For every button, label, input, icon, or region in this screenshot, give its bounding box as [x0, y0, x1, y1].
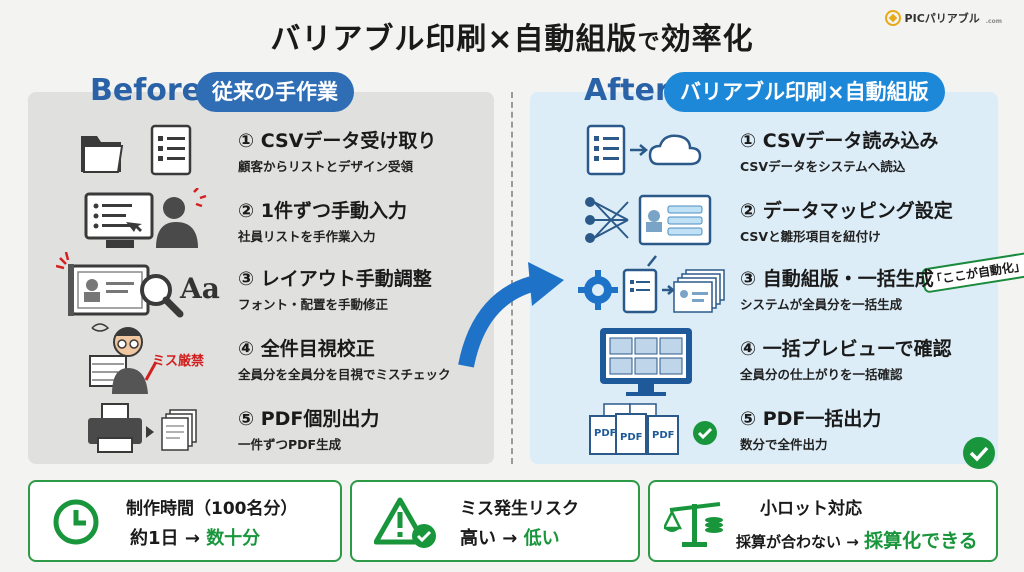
before-step-1: ① CSVデータ受け取り 顧客からリストとデザイン受領 — [238, 130, 436, 175]
layout-adjust-magnifier-icon — [56, 252, 184, 318]
check-circle-icon — [693, 421, 717, 445]
step-number: ⑤ — [238, 408, 255, 430]
page-title: バリアブル印刷×自動組版で効率化 — [0, 14, 1024, 58]
result-value: 採算が合わない → 採算化できる — [736, 526, 978, 553]
result-box-risk: ミス発生リスク 高い → 低い — [350, 480, 640, 562]
step-number: ① — [740, 130, 757, 152]
after-heading: After — [584, 73, 670, 108]
folder-document-icon — [81, 124, 192, 176]
csv-to-cloud-icon — [586, 124, 702, 176]
step-desc: 全員分を全員分を目視でミスチェック — [238, 367, 451, 382]
result-arrow: → — [184, 528, 200, 549]
step-desc: システムが全員分を一括生成 — [740, 297, 903, 312]
result-before: 高い — [460, 528, 496, 549]
transition-arrow-icon — [458, 262, 564, 368]
step-number: ① — [238, 130, 255, 152]
result-label: 制作時間（100名分） — [126, 499, 298, 519]
result-value: 約1日 → 数十分 — [130, 524, 260, 550]
step-title: 一括プレビューで確認 — [762, 338, 952, 360]
step-title: CSVデータ受け取り — [260, 130, 437, 152]
result-before: 採算が合わない — [736, 533, 842, 551]
after-step-3: ③ 自動組版・一括生成 システムが全員分を一括生成 — [740, 268, 934, 313]
check-circle-large-icon — [963, 437, 995, 469]
step-desc: 全員分の仕上がりを一括確認 — [740, 367, 903, 382]
panel-divider — [511, 92, 513, 464]
title-particle: で — [637, 30, 661, 55]
before-step-5: ⑤ PDF個別出力 一件ずつPDF生成 — [238, 408, 379, 453]
step-title: データマッピング設定 — [762, 200, 953, 222]
step-title: 1件ずつ手動入力 — [260, 200, 407, 222]
before-step-2: ② 1件ずつ手動入力 社員リストを手作業入力 — [238, 200, 407, 245]
step-number: ⑤ — [740, 408, 757, 430]
step-title: CSVデータ読み込み — [762, 130, 939, 152]
result-box-time: 制作時間（100名分） 約1日 → 数十分 — [28, 480, 342, 562]
mistake-warning-callout: ミス厳禁 — [152, 354, 205, 369]
proofreading-person-icon — [89, 323, 158, 394]
result-box-small-lot: 小ロット対応 採算が合わない → 採算化できる — [648, 480, 998, 562]
after-step-4: ④ 一括プレビューで確認 全員分の仕上がりを一括確認 — [740, 338, 952, 383]
pdf-stack-icon — [589, 403, 679, 455]
after-step-2: ② データマッピング設定 CSVと雛形項目を紐付け — [740, 200, 953, 245]
result-after: 数十分 — [206, 528, 261, 549]
pdf-label-2: PDF — [620, 432, 643, 443]
clock-icon — [53, 499, 99, 545]
title-main: バリアブル印刷×自動組版 — [270, 22, 638, 57]
data-mapping-icon — [585, 194, 712, 246]
step-title: 全件目視校正 — [260, 338, 375, 360]
step-title: PDF個別出力 — [260, 408, 380, 430]
pdf-label-1: PDF — [594, 428, 617, 439]
manual-input-person-icon — [84, 188, 207, 248]
logo-text: PICパリアブル — [904, 12, 980, 25]
pdf-label-3: PDF — [652, 430, 675, 441]
step-desc: CSVと雛形項目を紐付け — [740, 229, 881, 244]
before-step-3: ③ レイアウト手動調整 フォント・配置を手動修正 — [238, 268, 432, 313]
result-after: 採算化できる — [864, 530, 978, 552]
step-number: ④ — [238, 338, 255, 360]
step-number: ② — [238, 200, 255, 222]
result-before: 約1日 — [130, 528, 179, 549]
warning-check-icon — [374, 497, 436, 548]
auto-typesetting-icon — [578, 255, 725, 314]
after-step-5: ⑤ PDF一括出力 数分で全件出力 — [740, 408, 881, 453]
step-desc: 社員リストを手作業入力 — [238, 229, 376, 244]
result-arrow: → — [502, 528, 518, 549]
result-label: ミス発生リスク — [460, 499, 579, 519]
step-title: レイアウト手動調整 — [260, 268, 432, 290]
logo-mark-icon — [884, 10, 901, 26]
result-value: 高い → 低い — [460, 524, 560, 550]
title-end: 効率化 — [660, 22, 754, 57]
brand-logo: PICパリアブル .com — [884, 10, 1002, 26]
printer-output-icon — [88, 403, 197, 453]
result-after: 低い — [523, 528, 560, 549]
step-number: ③ — [740, 268, 757, 290]
step-number: ③ — [238, 268, 255, 290]
step-number: ④ — [740, 338, 757, 360]
step-desc: CSVデータをシステムへ読込 — [740, 159, 906, 174]
step-title: 自動組版・一括生成 — [762, 268, 934, 290]
before-step-4: ④ 全件目視校正 全員分を全員分を目視でミスチェック — [238, 338, 451, 383]
preview-monitor-icon — [600, 328, 692, 396]
step-desc: フォント・配置を手動修正 — [238, 297, 389, 312]
step-number: ② — [740, 200, 757, 222]
step-desc: 一件ずつPDF生成 — [238, 437, 342, 452]
font-sample-text: Aa — [180, 272, 220, 305]
logo-sub: .com — [985, 17, 1002, 25]
before-heading: Before — [90, 73, 203, 108]
balance-scale-icon — [664, 502, 723, 547]
step-title: PDF一括出力 — [762, 408, 882, 430]
after-step-1: ① CSVデータ読み込み CSVデータをシステムへ読込 — [740, 130, 938, 175]
step-desc: 数分で全件出力 — [740, 437, 828, 452]
before-subheading: 従来の手作業 — [196, 72, 354, 112]
result-label: 小ロット対応 — [760, 499, 862, 519]
after-subheading: バリアブル印刷×自動組版 — [664, 72, 945, 112]
step-desc: 顧客からリストとデザイン受領 — [238, 159, 414, 174]
result-arrow: → — [846, 533, 859, 551]
